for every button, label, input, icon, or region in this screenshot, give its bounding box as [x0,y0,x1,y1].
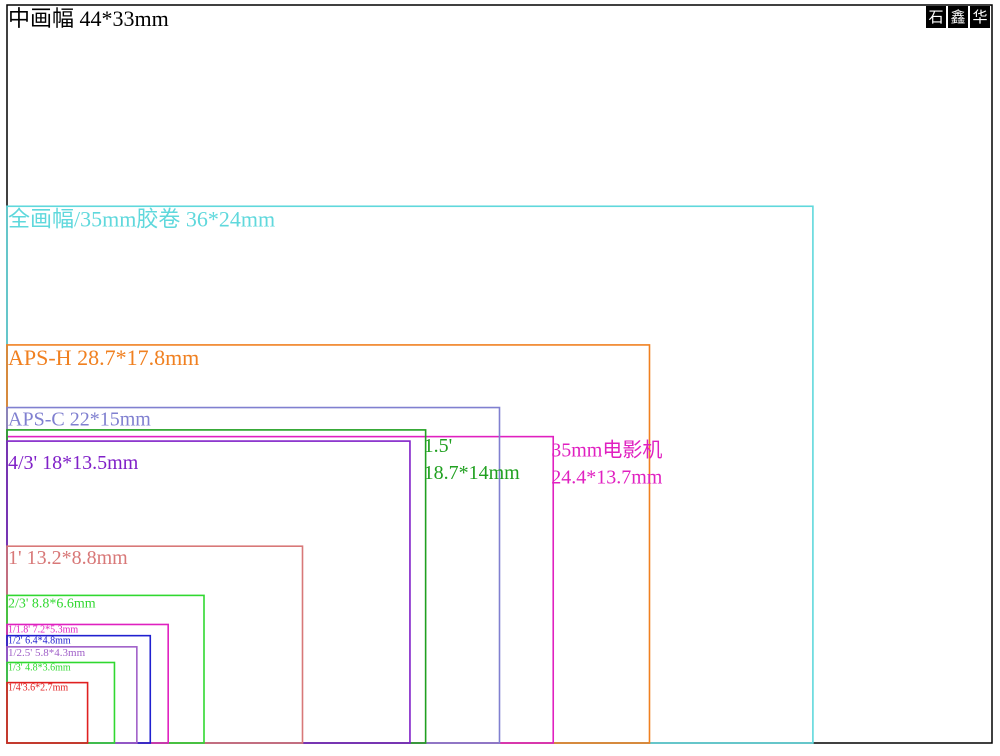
sensor-label-1-4-inch: 1/4'3.6*2.7mm [8,683,68,694]
medium-format-label: 中画幅 44*33mm [8,6,169,31]
sensor-label-1-5-inch: 18.7*14mm [424,462,521,484]
sensor-label-2-3-inch: 2/3' 8.8*6.6mm [8,596,96,611]
stamp-char: 鑫 [948,6,968,28]
sensor-outline-four-thirds [6,440,411,744]
sensor-label-aps-c: APS-C 22*15mm [8,409,151,431]
sensor-outline-1-4-inch [6,681,89,744]
sensor-label-1-5-inch: 1.5' [424,435,453,457]
sensor-label-cinema-35: 35mm电影机 [551,439,662,462]
sensor-label-four-thirds: 4/3' 18*13.5mm [8,452,139,474]
sensor-outline-1-3-inch [6,661,116,744]
sensor-label-cinema-35: 24.4*13.7mm [551,467,663,489]
sensor-label-1-2-5-inch: 1/2.5' 5.8*4.3mm [8,647,86,659]
stamp-char: 石 [926,6,946,28]
sensor-label-aps-h: APS-H 28.7*17.8mm [8,345,199,370]
stamp-char: 华 [970,6,990,28]
sensor-label-1-2-inch: 1/2' 6.4*4.8mm [8,636,71,647]
signature-stamp: 石 鑫 华 [926,6,990,28]
sensor-label-1-inch: 1' 13.2*8.8mm [8,547,128,569]
sensor-label-1-3-inch: 1/3' 4.8*3.6mm [8,662,71,673]
sensor-outline-1-5-inch [6,429,427,744]
sensor-label-1-1-8-inch: 1/1.8' 7.2*5.3mm [8,624,78,635]
sensor-outline-1-2-5-inch [6,646,138,744]
sensor-label-full-frame: 全画幅/35mm胶卷 36*24mm [8,206,275,231]
